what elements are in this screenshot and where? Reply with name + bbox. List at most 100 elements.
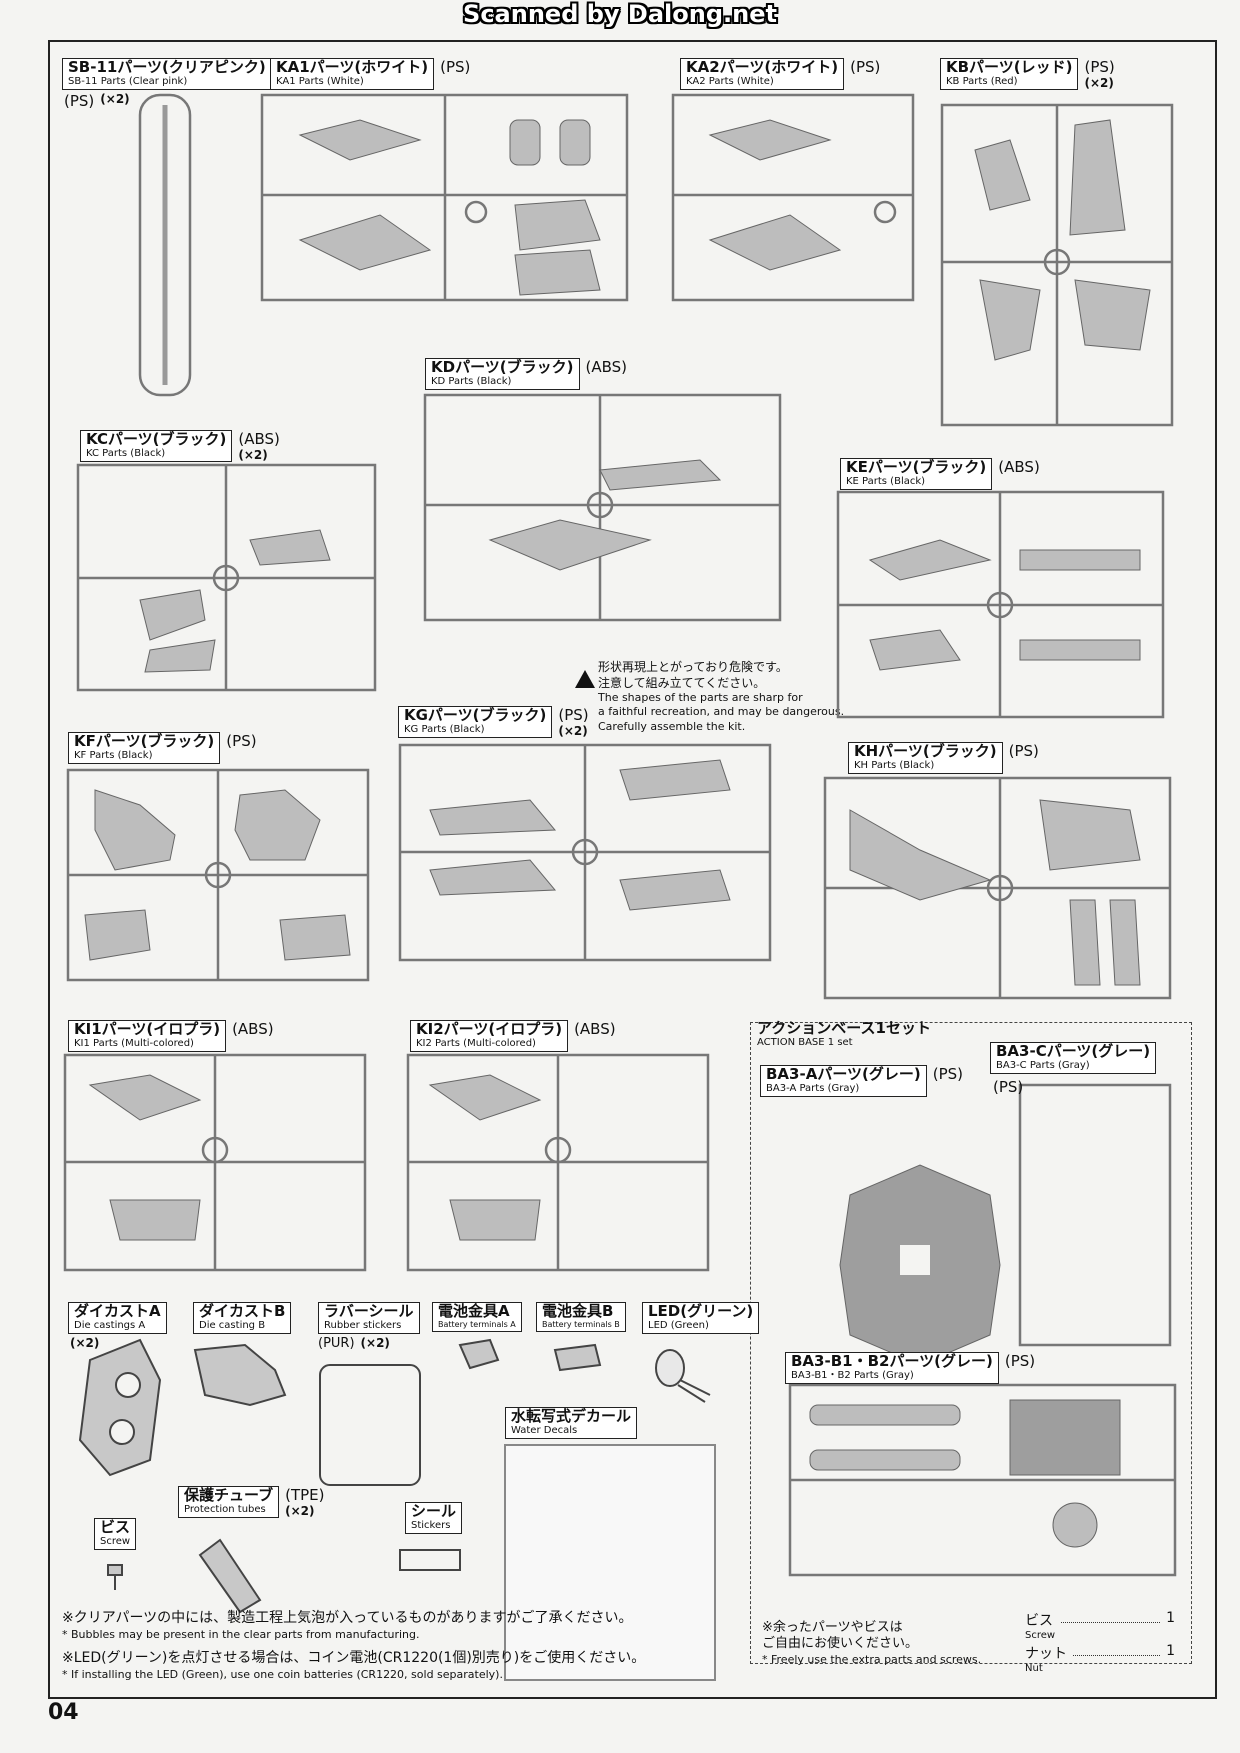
runner-label-kf: KFパーツ(ブラック)KF Parts (Black) (PS) [68, 732, 257, 764]
runner-title-jp: KI1パーツ(イロプラ) [74, 1020, 221, 1038]
runner-label-kg: KGパーツ(ブラック)KG Parts (Black) (PS)(×2) [398, 706, 589, 738]
runner-qty: (×2) [558, 724, 588, 738]
runner-title-en: KI2 Parts (Multi-colored) [416, 1038, 536, 1049]
acc-label-led: LED(グリーン)LED (Green) [642, 1302, 760, 1334]
spare-name-jp: ナット [1025, 1646, 1067, 1662]
runner-label-ka1: KA1パーツ(ホワイト)KA1 Parts (White) (PS) [270, 58, 470, 90]
runner-title-jp: KCパーツ(ブラック) [86, 430, 227, 448]
acc-title-jp: LED(グリーン) [648, 1302, 754, 1320]
runner-material: (PS) [850, 58, 881, 76]
runner-label-kc: KCパーツ(ブラック)KC Parts (Black) (ABS)(×2) [80, 430, 280, 462]
acc-qty: (×2) [360, 1336, 390, 1350]
runner-title-jp: KBパーツ(レッド) [946, 58, 1073, 76]
warning-icon [575, 670, 595, 688]
runner-sb11-frame [138, 93, 192, 397]
acc-qty: (×2) [285, 1504, 315, 1518]
runner-title-jp: BA3-B1・B2パーツ(グレー) [791, 1352, 993, 1370]
runner-material: (PS) [440, 58, 471, 76]
runner-title-en: BA3-B1・B2 Parts (Gray) [791, 1370, 914, 1381]
sticker-sheet [399, 1549, 461, 1571]
runner-title-jp: KA1パーツ(ホワイト) [276, 58, 429, 76]
runner-title-en: ACTION BASE 1 set [757, 1037, 853, 1048]
runner-label-ba3a: BA3-Aパーツ(グレー)BA3-A Parts (Gray) (PS) [760, 1065, 963, 1097]
warning-jp2: 注意して組み立ててください。 [598, 675, 766, 690]
spare-note-jp2: ご自由にお使いください。 [762, 1636, 919, 1652]
runner-ka2-frame [671, 93, 915, 302]
runner-title-jp: アクションベース1セット [757, 1019, 931, 1037]
runner-material: (ABS) [232, 1020, 274, 1038]
acc-title-en: Die castings A [74, 1320, 146, 1331]
runner-title-jp: SB-11パーツ(クリアピンク) [68, 58, 266, 76]
page-number: 04 [48, 1700, 79, 1725]
banner-text: Scanned by Dalong.net [463, 0, 777, 28]
runner-material: (PS) [1008, 742, 1039, 760]
runner-title-en: KD Parts (Black) [431, 376, 512, 387]
runner-title-en: KA1 Parts (White) [276, 76, 364, 87]
acc-title-jp: ダイカストA [74, 1302, 161, 1320]
battery-terminal-b [553, 1343, 602, 1372]
spare-name-en: Screw [1025, 1630, 1056, 1641]
runner-title-en: KI1 Parts (Multi-colored) [74, 1038, 194, 1049]
diecast-b-shape [193, 1343, 287, 1407]
runner-title-en: BA3-C Parts (Gray) [996, 1060, 1090, 1071]
spare-name-en: Nut [1025, 1663, 1043, 1674]
runner-title-jp: BA3-Aパーツ(グレー) [766, 1065, 921, 1083]
runner-meta-sb11: (PS) (×2) [64, 92, 130, 110]
acc-title-en: Battery terminals B [542, 1320, 620, 1329]
runner-label-sb11: SB-11パーツ(クリアピンク)SB-11 Parts (Clear pink) [62, 58, 272, 90]
acc-title-jp: ビス [100, 1518, 131, 1536]
runner-title-en: KE Parts (Black) [846, 476, 926, 487]
spare-note-jp1: ※余ったパーツやビスは [762, 1620, 903, 1635]
acc-title-jp: 電池金具B [542, 1302, 614, 1320]
runner-material: (PS) [932, 1065, 964, 1083]
spare-note-en: * Freely use the extra parts and screws. [762, 1652, 982, 1666]
acc-title-en: Battery terminals A [438, 1320, 516, 1329]
runner-qty: (×2) [238, 448, 268, 462]
runner-qty: (×2) [1084, 76, 1114, 90]
runner-label-ba3c: BA3-Cパーツ(グレー)BA3-C Parts (Gray) [990, 1042, 1157, 1074]
runner-material: (ABS) [585, 358, 628, 376]
runner-material: (PS) [1004, 1352, 1036, 1370]
spare-name-jp: ビス [1025, 1613, 1053, 1629]
runner-title-en: KG Parts (Black) [404, 724, 485, 735]
acc-title-jp: ダイカストB [199, 1302, 286, 1320]
runner-title-en: BA3-A Parts (Gray) [766, 1083, 860, 1094]
runner-label-ba3b: BA3-B1・B2パーツ(グレー)BA3-B1・B2 Parts (Gray) … [785, 1352, 1035, 1384]
acc-title-jp: ラバーシール [324, 1302, 414, 1320]
runner-title-jp: KFパーツ(ブラック) [74, 732, 215, 750]
runner-title-en: KF Parts (Black) [74, 750, 153, 761]
action-base-box [750, 1022, 1192, 1664]
runner-label-kh: KHパーツ(ブラック)KH Parts (Black) (PS) [848, 742, 1039, 774]
acc-title-jp: 電池金具A [438, 1302, 510, 1320]
acc-title-en: Rubber stickers [324, 1320, 402, 1331]
runner-label-ka2: KA2パーツ(ホワイト)KA2 Parts (White) (PS) [680, 58, 880, 90]
spare-parts-note: ※余ったパーツやビスは ご自由にお使いください。 * Freely use th… [762, 1620, 981, 1666]
runner-ba3c-frame [1018, 1083, 1172, 1347]
runner-title-en: KA2 Parts (White) [686, 76, 774, 87]
runner-meta-ba3c: (PS) [993, 1078, 1023, 1096]
rubber-sheet [319, 1364, 421, 1486]
battery-terminal-a [458, 1338, 500, 1370]
decal-sheet [504, 1444, 716, 1681]
sharp-parts-warning: 形状再現上とがっており危険です。 注意して組み立ててください。 The shap… [598, 660, 844, 734]
acc-material: (TPE) [285, 1486, 325, 1504]
acc-title-en: Water Decals [511, 1425, 578, 1436]
runner-material: (PS) [558, 706, 589, 724]
acc-title-jp: シール [411, 1502, 457, 1520]
acc-title-en: LED (Green) [648, 1320, 709, 1331]
acc-title-jp: 保護チューブ [184, 1486, 274, 1504]
spare-count: 1 [1166, 1610, 1175, 1626]
diecast-a-shape [78, 1338, 162, 1477]
runner-material: (ABS) [998, 458, 1040, 476]
runner-title-en: SB-11 Parts (Clear pink) [68, 76, 188, 87]
page-frame [48, 40, 1217, 1699]
runner-title-jp: BA3-Cパーツ(グレー) [996, 1042, 1151, 1060]
